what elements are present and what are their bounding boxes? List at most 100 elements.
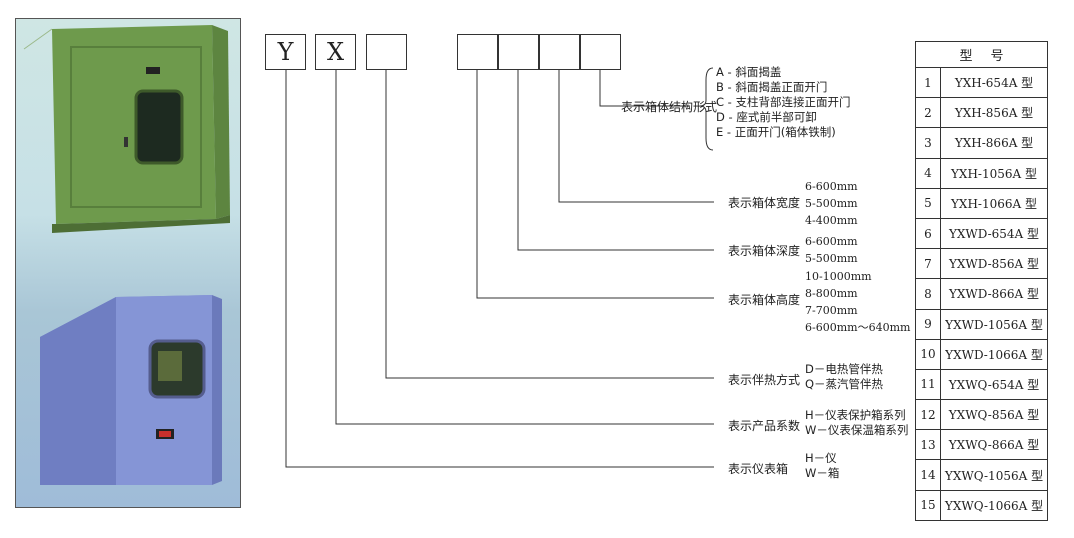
- model-name: YXWD-856A 型: [940, 248, 1048, 280]
- option-height-10: 10-1000mm: [805, 270, 872, 283]
- option-box-h: H－仪: [805, 451, 837, 465]
- model-number: 8: [915, 278, 941, 310]
- code-box-width: [539, 34, 580, 70]
- code-box-y: Y: [265, 34, 306, 70]
- option-width-5: 5-500mm: [805, 197, 858, 210]
- model-name: YXH-866A 型: [940, 127, 1048, 159]
- label-box: 表示仪表箱: [728, 462, 789, 476]
- option-height-8: 8-800mm: [805, 287, 858, 300]
- option-structure-d: D - 座式前半部可卸: [716, 110, 817, 124]
- option-structure-c: C - 支柱背部连接正面开门: [716, 95, 851, 109]
- model-name: YXWQ-856A 型: [940, 399, 1048, 431]
- options-heating: D－电热管伴热 Q－蒸汽管伴热: [805, 362, 883, 392]
- option-structure-b: B - 斜面揭盖正面开门: [716, 80, 828, 94]
- green-cabinet-image: [23, 25, 230, 233]
- connector-structure: [599, 70, 690, 107]
- model-name: YXWD-1066A 型: [940, 338, 1048, 370]
- options-series: H－仪表保护箱系列 W－仪表保温箱系列: [805, 408, 908, 438]
- model-name: YXWD-654A 型: [940, 217, 1048, 250]
- option-width-6: 6-600mm: [805, 180, 858, 193]
- options-height: 10-1000mm 8-800mm 7-700mm 6-600mm～640mm: [805, 268, 910, 336]
- label-structure: 表示箱体结构形式: [621, 100, 718, 114]
- blue-cabinet-image: [40, 295, 222, 485]
- structure-brace: [699, 67, 714, 151]
- connector-height: [476, 70, 714, 299]
- label-heating: 表示伴热方式: [728, 373, 801, 387]
- model-number: 6: [915, 217, 941, 250]
- option-heating-d: D－电热管伴热: [805, 362, 883, 376]
- option-depth-6: 6-600mm: [805, 235, 858, 248]
- options-box: H－仪 W－箱: [805, 451, 839, 481]
- product-illustration: [23, 25, 230, 485]
- model-number: 7: [915, 248, 941, 280]
- option-height-7: 7-700mm: [805, 304, 858, 317]
- option-height-6: 6-600mm～640mm: [805, 321, 911, 334]
- code-box-height: [457, 34, 498, 70]
- model-number: 11: [915, 368, 941, 401]
- model-number: 10: [915, 338, 941, 370]
- model-name: YXWQ-1066A 型: [940, 489, 1048, 521]
- model-number: 14: [915, 459, 941, 491]
- option-series-w: W－仪表保温箱系列: [805, 423, 909, 437]
- model-number: 5: [915, 187, 941, 219]
- option-structure-e: E - 正面开门(箱体铁制): [716, 125, 836, 139]
- option-box-w: W－箱: [805, 466, 840, 480]
- connector-width: [558, 70, 714, 203]
- label-width: 表示箱体宽度: [728, 196, 801, 210]
- product-photo-panel: [15, 18, 241, 508]
- model-name: YXWQ-1056A 型: [940, 459, 1048, 491]
- model-name: YXWQ-866A 型: [940, 429, 1048, 461]
- model-number: 4: [915, 157, 941, 189]
- model-number: 15: [915, 489, 941, 521]
- connector-series: [335, 70, 714, 425]
- label-height: 表示箱体高度: [728, 293, 801, 307]
- option-depth-5: 5-500mm: [805, 252, 858, 265]
- model-number: 12: [915, 399, 941, 431]
- options-structure: A - 斜面揭盖 B - 斜面揭盖正面开门 C - 支柱背部连接正面开门 D -…: [716, 65, 851, 140]
- options-width: 6-600mm 5-500mm 4-400mm: [805, 178, 858, 229]
- model-name: YXWD-1056A 型: [940, 308, 1048, 340]
- model-table-header: 型号: [915, 41, 1048, 68]
- connector-heating: [385, 70, 714, 379]
- code-box-x: X: [315, 34, 356, 70]
- option-width-4: 4-400mm: [805, 214, 858, 227]
- model-name: YXH-856A 型: [940, 97, 1048, 129]
- label-series: 表示产品系数: [728, 419, 801, 433]
- model-number: 3: [915, 127, 941, 159]
- model-number: 2: [915, 97, 941, 129]
- model-name: YXH-1066A 型: [940, 187, 1048, 219]
- option-series-h: H－仪表保护箱系列: [805, 408, 906, 422]
- connector-box: [285, 70, 714, 468]
- model-number: 9: [915, 308, 941, 340]
- connector-depth: [517, 70, 714, 251]
- option-structure-a: A - 斜面揭盖: [716, 65, 782, 79]
- option-heating-q: Q－蒸汽管伴热: [805, 377, 884, 391]
- model-name: YXWD-866A 型: [940, 278, 1048, 310]
- model-name: YXH-1056A 型: [940, 157, 1048, 189]
- model-name: YXWQ-654A 型: [940, 368, 1048, 401]
- code-box-structure: [580, 34, 621, 70]
- code-box-heating: [366, 34, 407, 70]
- options-depth: 6-600mm 5-500mm: [805, 233, 858, 267]
- model-number: 13: [915, 429, 941, 461]
- model-number: 1: [915, 66, 941, 99]
- code-box-depth: [498, 34, 539, 70]
